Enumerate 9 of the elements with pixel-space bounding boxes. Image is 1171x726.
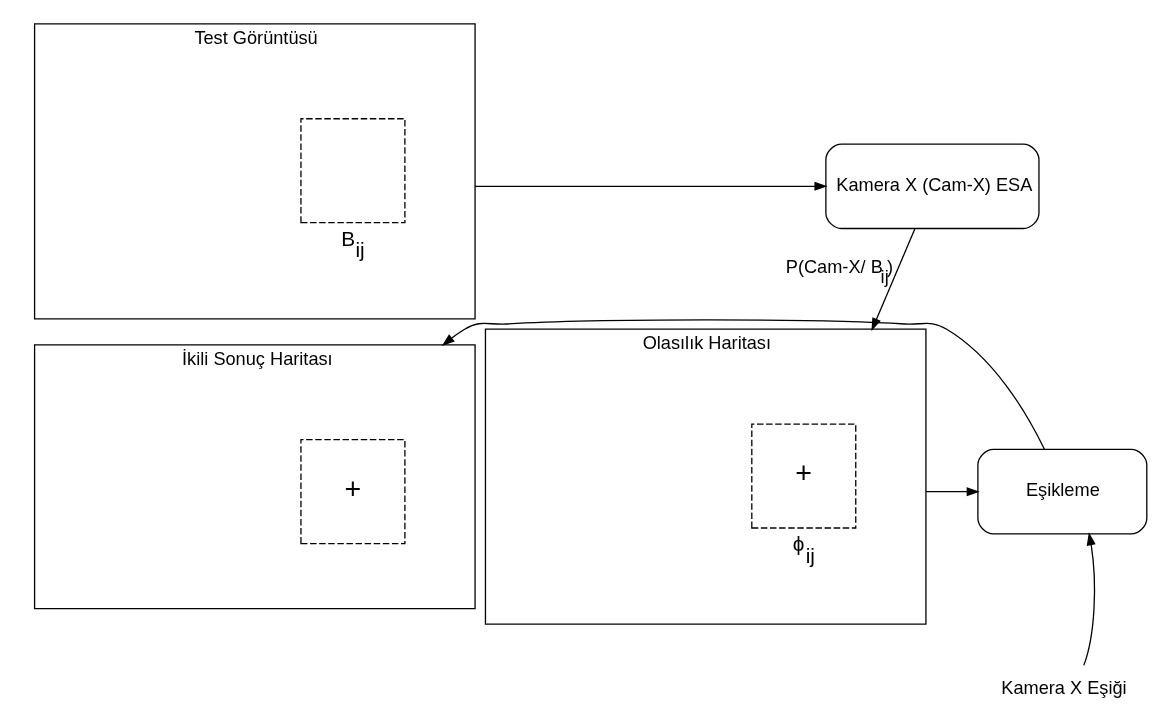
node-box: +: [751, 423, 857, 529]
arrow: [1083, 532, 1096, 666]
node-text: Kamera X Eşiği: [1001, 677, 1127, 698]
node-box: Eşikleme: [977, 448, 1148, 535]
arrow: [925, 487, 980, 497]
node-box: Kamera X (Cam-X) ESA: [825, 143, 1040, 230]
node-box: +: [300, 439, 406, 545]
node-box: [300, 118, 406, 224]
arrow: [474, 181, 828, 191]
